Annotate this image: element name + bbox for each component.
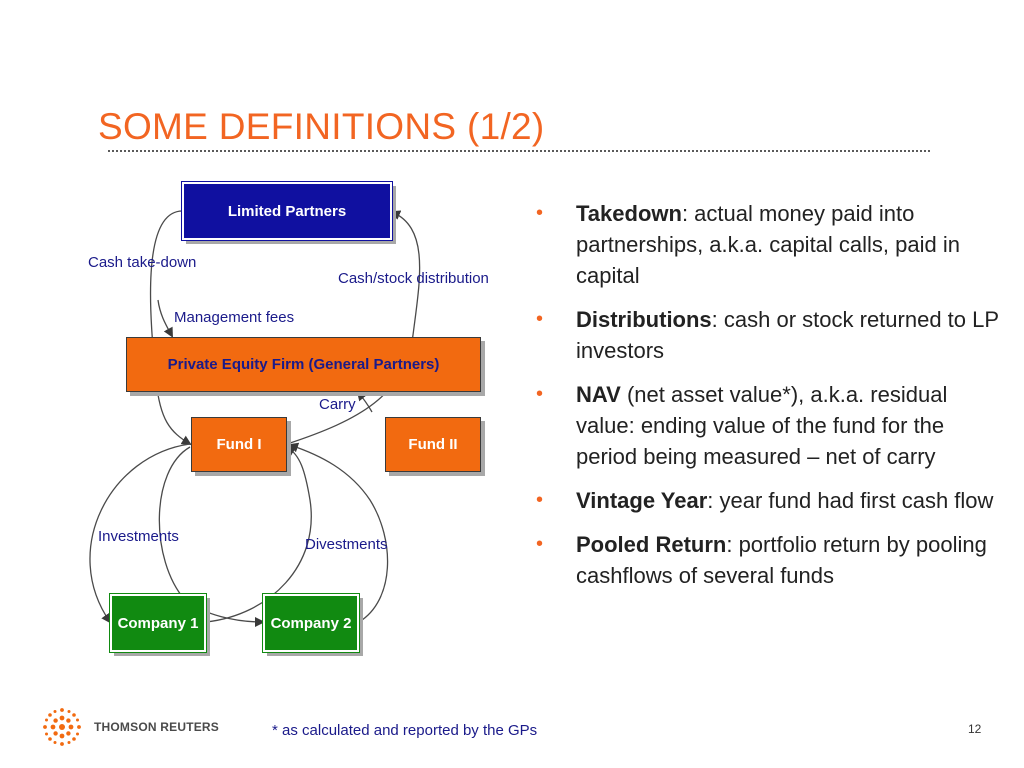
divestments-arrow-1: [205, 445, 312, 623]
definition-term: Distributions: [576, 307, 712, 332]
divestments-label: Divestments: [305, 536, 388, 553]
bullet-icon: •: [536, 489, 544, 511]
definition-term: Pooled Return: [576, 532, 727, 557]
definition-item: • Pooled Return: portfolio return by pool…: [536, 529, 1006, 591]
bullet-icon: •: [536, 533, 544, 555]
cash-take-down-arrow: [149, 210, 192, 446]
definition-text: (net asset value*), a.k.a. residual valu…: [576, 382, 948, 469]
page-title: SOME DEFINITIONS (1/2): [98, 106, 545, 147]
limited-partners-box: Limited Partners: [181, 181, 393, 241]
definition-item: • Vintage Year: year fund had first cash …: [536, 485, 1006, 516]
divestments-arrow-2: [288, 442, 389, 623]
footer-note: * as calculated and reported by the GPs: [272, 722, 538, 739]
carry-label: Carry: [319, 396, 356, 413]
company-1-box: Company 1: [109, 593, 207, 653]
definition-text: : portfolio return by pooling cashflows …: [576, 532, 987, 588]
bullet-icon: •: [536, 202, 544, 224]
investments-arrow-2: [158, 446, 265, 627]
definition-text: : cash or stock returned to LP investors: [576, 307, 999, 363]
definitions-list: • Takedown: actual money paid into partne…: [536, 198, 1006, 604]
definition-text: : year fund had first cash flow: [707, 488, 994, 513]
management-fees-label: Management fees: [174, 309, 295, 326]
thomson-reuters-dots-icon: [43, 708, 81, 746]
private-equity-firm-box: Private Equity Firm (General Partners): [126, 337, 481, 392]
logo-wordmark: THOMSON REUTERS: [94, 720, 220, 734]
thomson-reuters-logo: THOMSON REUTERS: [40, 705, 219, 749]
investments-arrow-1: [89, 443, 191, 624]
cash-stock-distribution-label: Cash/stock distribution: [338, 270, 489, 287]
definition-term: NAV: [576, 382, 621, 407]
title-divider: [108, 150, 930, 152]
definition-item: • NAV (net asset value*), a.k.a. residual…: [536, 379, 1006, 472]
definition-term: Vintage Year: [576, 488, 708, 513]
page-number: 12: [968, 722, 982, 736]
bullet-icon: •: [536, 383, 544, 405]
investments-label: Investments: [98, 528, 179, 545]
fund-1-box: Fund I: [191, 417, 287, 472]
cash-stock-distribution-arrow: [286, 210, 421, 445]
bullet-icon: •: [536, 308, 544, 330]
carry-arrow: [356, 390, 373, 413]
cash-take-down-label: Cash take-down: [88, 254, 197, 271]
definition-item: • Distributions: cash or stock returned t…: [536, 304, 1006, 366]
fund-2-box: Fund II: [385, 417, 481, 472]
definition-item: • Takedown: actual money paid into partne…: [536, 198, 1006, 291]
management-fees-arrow: [157, 299, 173, 338]
company-2-box: Company 2: [262, 593, 360, 653]
definition-text: : actual money paid into partnerships, a…: [576, 201, 960, 288]
definition-term: Takedown: [576, 201, 682, 226]
